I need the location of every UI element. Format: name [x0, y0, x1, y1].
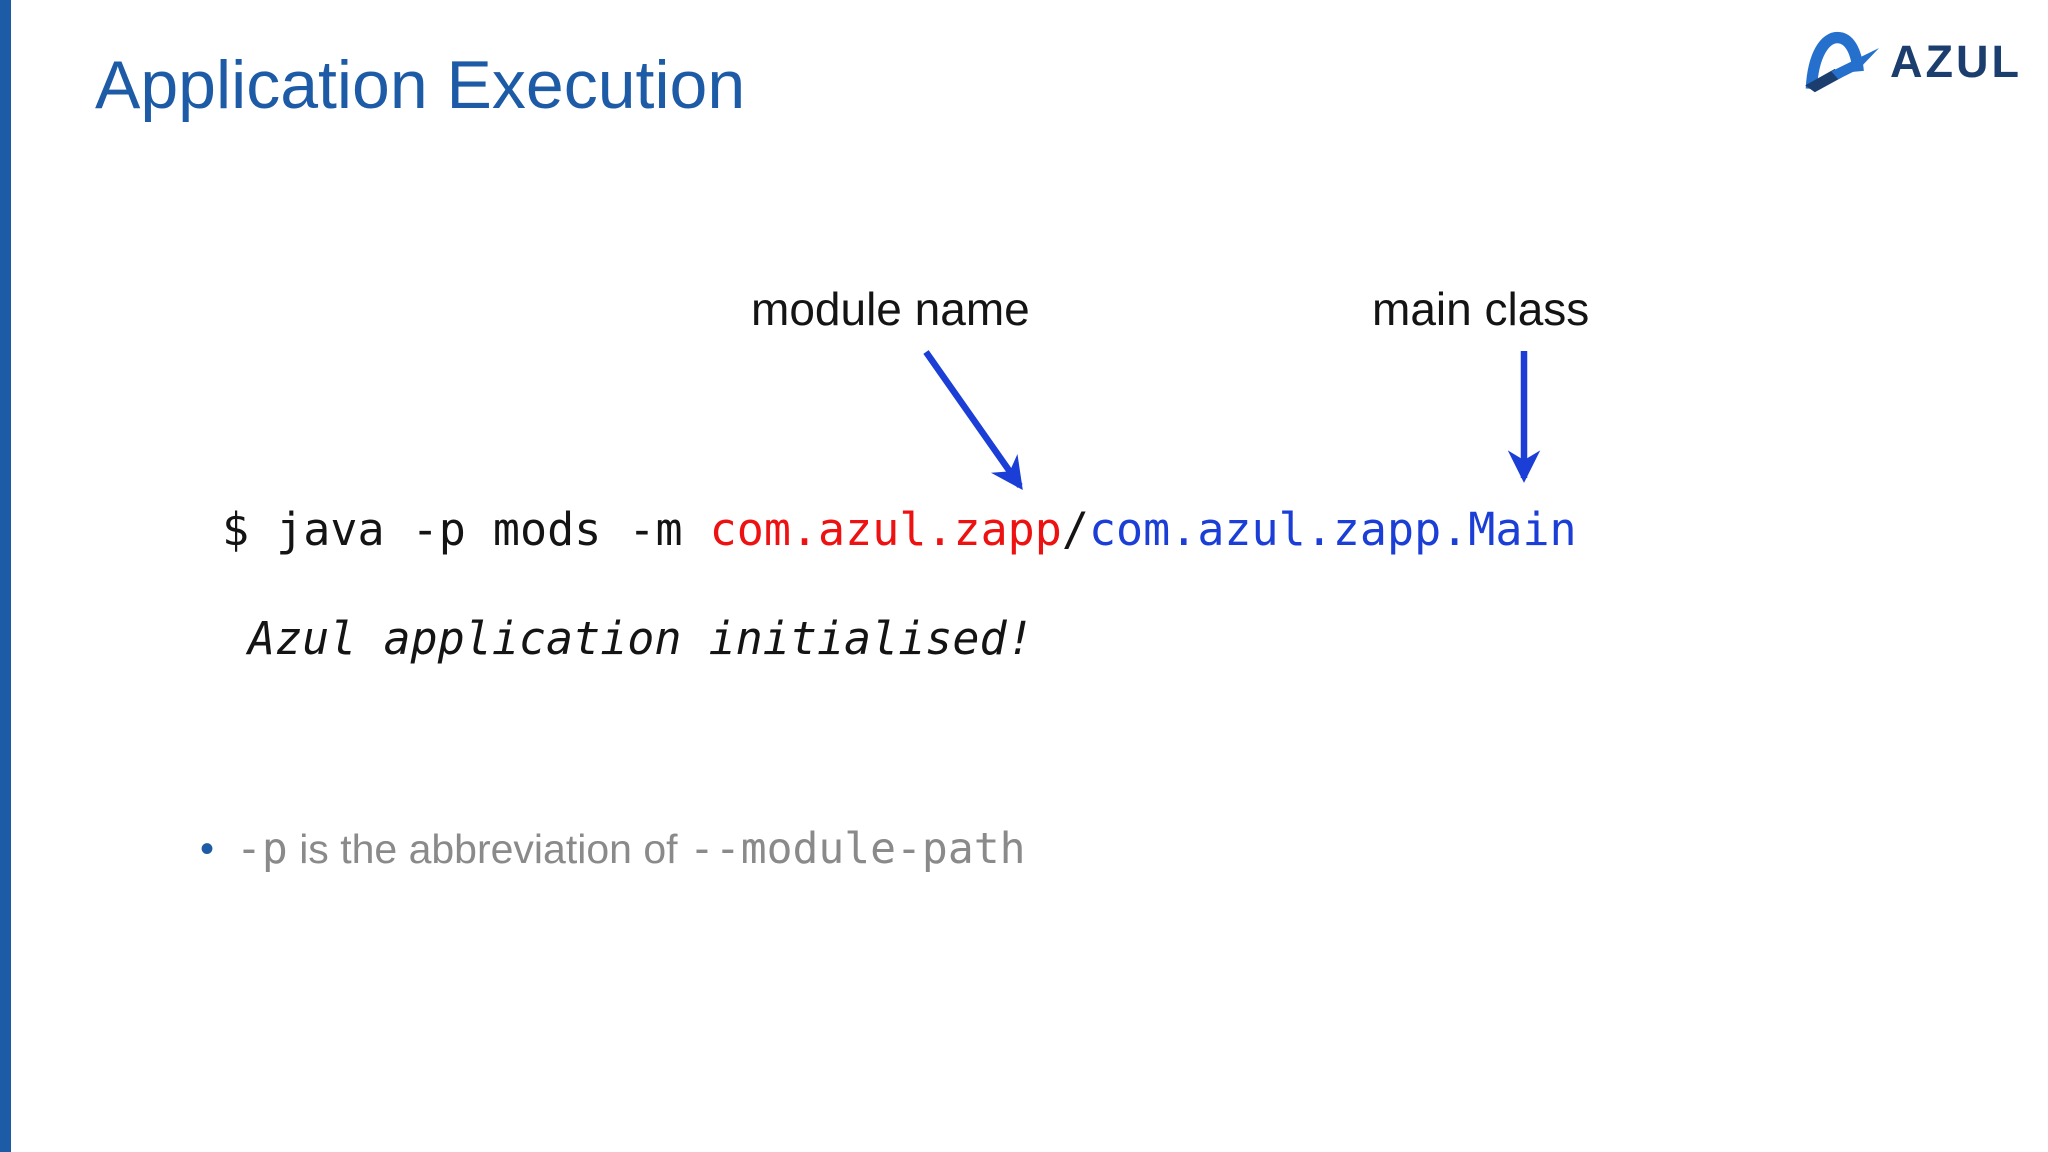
azul-arch-icon: [1805, 31, 1880, 93]
command-separator: /: [1061, 503, 1089, 556]
azul-logo: AZUL: [1798, 28, 2022, 94]
command-prompt: $ java -p mods -m: [222, 503, 710, 556]
bullet-code-p: -p: [236, 824, 288, 874]
terminal-command: $ java -p mods -m com.azul.zapp/com.azul…: [222, 504, 1577, 556]
terminal-output: Azul application initialised!: [248, 612, 1034, 665]
module-name-callout: module name: [751, 283, 1030, 335]
bullet-text: is the abbreviation of: [287, 826, 689, 872]
page-title: Application Execution: [95, 47, 746, 123]
azul-logo-text: AZUL: [1890, 35, 2022, 87]
bullet-code-module-path: --module-path: [688, 824, 1026, 874]
command-module-name: com.azul.zapp: [709, 503, 1062, 556]
bullet-marker-icon: •: [200, 827, 215, 871]
left-accent-bar: [0, 0, 11, 1152]
module-name-arrow-icon: [923, 350, 1023, 490]
bullet-item: • -p is the abbreviation of --module-path: [200, 824, 1025, 874]
command-main-class: com.azul.zapp.Main: [1088, 503, 1577, 556]
main-class-callout: main class: [1372, 283, 1590, 335]
